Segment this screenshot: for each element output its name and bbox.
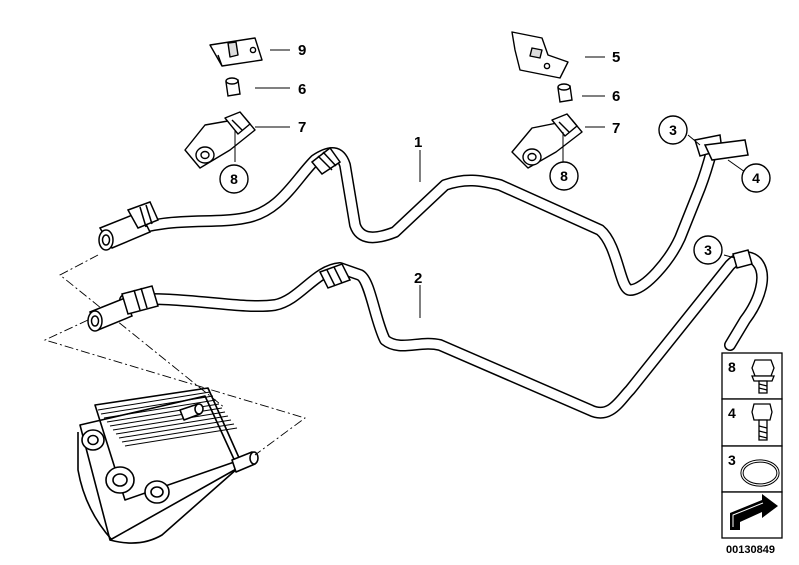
flange-bolt-icon	[751, 359, 775, 394]
callout-4-label: 4	[752, 170, 760, 186]
clamp-7-right-part	[511, 113, 583, 169]
callout-3-lower: 3	[693, 235, 723, 265]
legend-item-4-label: 4	[728, 405, 736, 421]
callout-6-left: 6	[298, 81, 306, 98]
image-code: 00130849	[726, 544, 775, 556]
bracket-9-part	[209, 37, 263, 67]
pipe-2-right-end	[732, 249, 753, 269]
leader-lines	[43, 254, 306, 456]
o-ring-icon	[740, 459, 780, 487]
legend-item-8-label: 8	[728, 359, 736, 375]
hex-bolt-icon	[751, 403, 773, 441]
legend-item-3-label: 3	[728, 452, 736, 468]
callout-6-right: 6	[612, 88, 620, 105]
nut-6-right-part	[557, 83, 573, 103]
callout-3-top: 3	[658, 115, 688, 145]
pipe-2-left-fitting	[87, 285, 159, 332]
callout-3-lower-label: 3	[704, 242, 712, 258]
callout-8-left: 8	[219, 164, 249, 194]
bracket-5-part	[511, 31, 569, 79]
arrow-icon	[730, 494, 778, 530]
nut-6-left-part	[225, 77, 241, 97]
pipe-1	[112, 144, 718, 296]
pipe-1-mid-fitting	[310, 146, 342, 175]
pipe-1-right-end	[694, 134, 749, 161]
callout-3-top-label: 3	[669, 122, 677, 138]
pipe-2	[119, 251, 769, 419]
callout-9: 9	[298, 42, 306, 59]
callout-leaders	[234, 49, 746, 318]
callout-8-right: 8	[549, 161, 579, 191]
callout-4: 4	[741, 163, 771, 193]
callout-8-right-label: 8	[560, 168, 568, 184]
oil-cooler	[77, 387, 259, 544]
callout-7-right: 7	[612, 120, 620, 137]
clamp-7-left-part	[184, 111, 256, 169]
pipe-1-left-fitting	[98, 201, 160, 251]
pipe-1-label: 1	[414, 134, 422, 151]
callout-7-left: 7	[298, 119, 306, 136]
pipe-2-mid-fitting	[318, 263, 352, 289]
callout-8-left-label: 8	[230, 171, 238, 187]
callout-5: 5	[612, 49, 620, 66]
pipe-2-label: 2	[414, 270, 422, 287]
